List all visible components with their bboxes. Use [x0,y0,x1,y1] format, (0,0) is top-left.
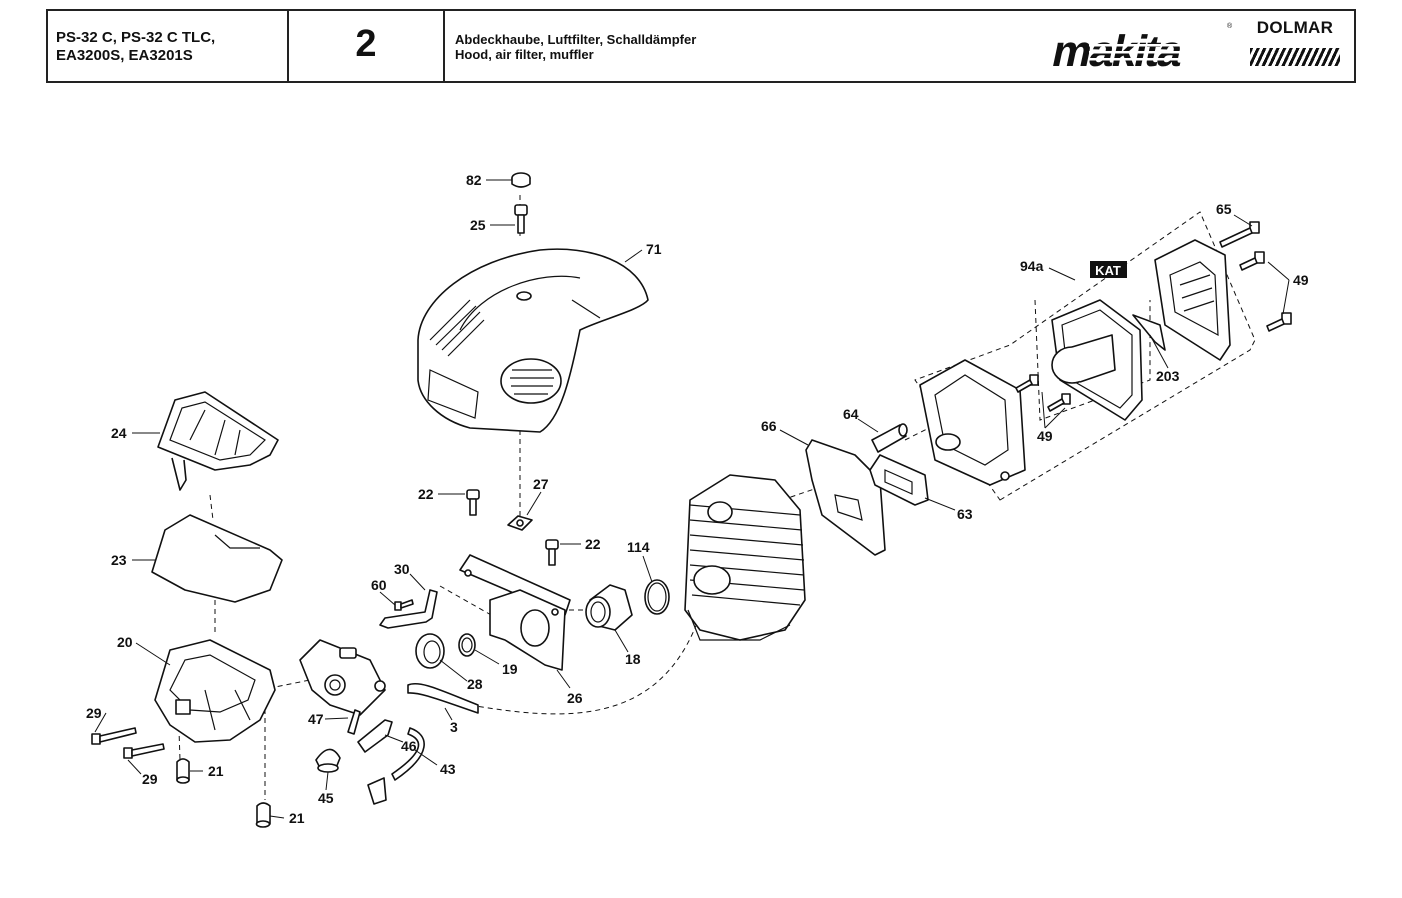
label-25: 25 [470,217,486,233]
muffler-cover [1154,239,1231,361]
kat-badge-text: KAT [1095,263,1121,278]
part-29-screws [91,727,165,759]
leader-lines [94,179,1290,819]
part-26-intake-support [459,554,571,671]
label-63: 63 [957,506,973,522]
part-60-screw [394,599,414,611]
dolmar-stripe [1250,48,1340,66]
model-cell: PS-32 C, PS-32 C TLC, EA3200S, EA3201S [48,11,289,81]
label-45: 45 [318,790,334,806]
label-29-b: 29 [142,771,158,787]
part-94a-catalyst [1051,299,1143,421]
part-49-screws-lower [1015,374,1071,412]
label-21-b: 21 [289,810,305,826]
part-22-screw-b [545,539,559,566]
page-number-cell: 2 [289,11,445,81]
label-22-b: 22 [585,536,601,552]
page-number: 2 [355,23,377,65]
label-29-a: 29 [86,705,102,721]
part-43-fuel-lines [367,727,425,805]
part-23-filter-plate [151,514,283,603]
label-22-a: 22 [418,486,434,502]
part-47-carburetor [299,639,386,735]
part-66-heat-shield [805,439,886,556]
part-20-filter-housing [154,639,276,743]
part-64-spacer [871,423,908,453]
part-21-buffer-b [255,802,271,828]
label-94a: 94a [1020,258,1044,274]
part-labels: 82 25 71 24 23 20 29 29 21 21 22 27 22 3… [86,172,1309,826]
svg-text:®: ® [1227,22,1233,30]
part-203-bracket [1132,314,1166,351]
label-23: 23 [111,552,127,568]
label-49-a: 49 [1293,272,1309,288]
label-71: 71 [646,241,662,257]
label-114: 114 [627,539,650,555]
part-46-lever [357,719,393,753]
label-203: 203 [1156,368,1180,384]
title-german: Abdeckhaube, Luftfilter, Schalldämpfer [455,32,697,47]
label-24: 24 [111,425,127,441]
title-english: Hood, air filter, muffler [455,47,594,62]
part-45-primer [315,748,341,773]
label-28: 28 [467,676,483,692]
part-25-screw [514,204,528,234]
label-20: 20 [117,634,133,650]
label-26: 26 [567,690,583,706]
page-title: Abdeckhaube, Luftfilter, Schalldämpfer H… [455,32,696,62]
label-46: 46 [401,738,417,754]
part-30-bracket [379,589,438,629]
svg-text:makita: makita [1048,27,1189,72]
part-71-hood [417,248,649,433]
muffler-group-box [914,211,1256,501]
label-43: 43 [440,761,456,777]
dolmar-logo: DOLMAR [1248,14,1342,70]
label-3: 3 [450,719,458,735]
makita-logo: makita ® [1048,22,1235,72]
part-28-flange [415,633,445,669]
label-21-a: 21 [208,763,224,779]
part-63-gasket [869,454,929,506]
dolmar-wordmark: DOLMAR [1256,18,1334,37]
kat-badge: KAT [1090,261,1127,278]
label-27: 27 [533,476,549,492]
label-49-b: 49 [1037,428,1053,444]
part-22-screw-a [466,489,480,516]
part-114-oring [644,579,670,615]
part-65-screw [1219,221,1260,248]
label-64: 64 [843,406,859,422]
part-82-cap [511,172,531,188]
label-19: 19 [502,661,518,677]
header-frame: PS-32 C, PS-32 C TLC, EA3200S, EA3201S 2… [46,9,1356,83]
label-30: 30 [394,561,410,577]
axis-line-filter [209,494,214,521]
label-65: 65 [1216,201,1232,217]
cylinder [684,474,806,641]
part-19-ring [458,633,476,657]
model-list: PS-32 C, PS-32 C TLC, EA3200S, EA3201S [56,29,216,64]
label-66: 66 [761,418,777,434]
part-49-screws-upper [1239,251,1292,332]
title-cell: Abdeckhaube, Luftfilter, Schalldämpfer H… [445,11,1091,81]
label-82: 82 [466,172,482,188]
label-18: 18 [625,651,641,667]
muffler-body [919,359,1026,486]
label-47: 47 [308,711,324,727]
part-21-buffer-a [176,758,190,784]
label-60: 60 [371,577,387,593]
part-27-nut [507,515,533,531]
part-24-filter-cage [157,391,279,491]
part-3-hose [407,682,479,714]
part-18-intake-manifold [585,584,633,631]
